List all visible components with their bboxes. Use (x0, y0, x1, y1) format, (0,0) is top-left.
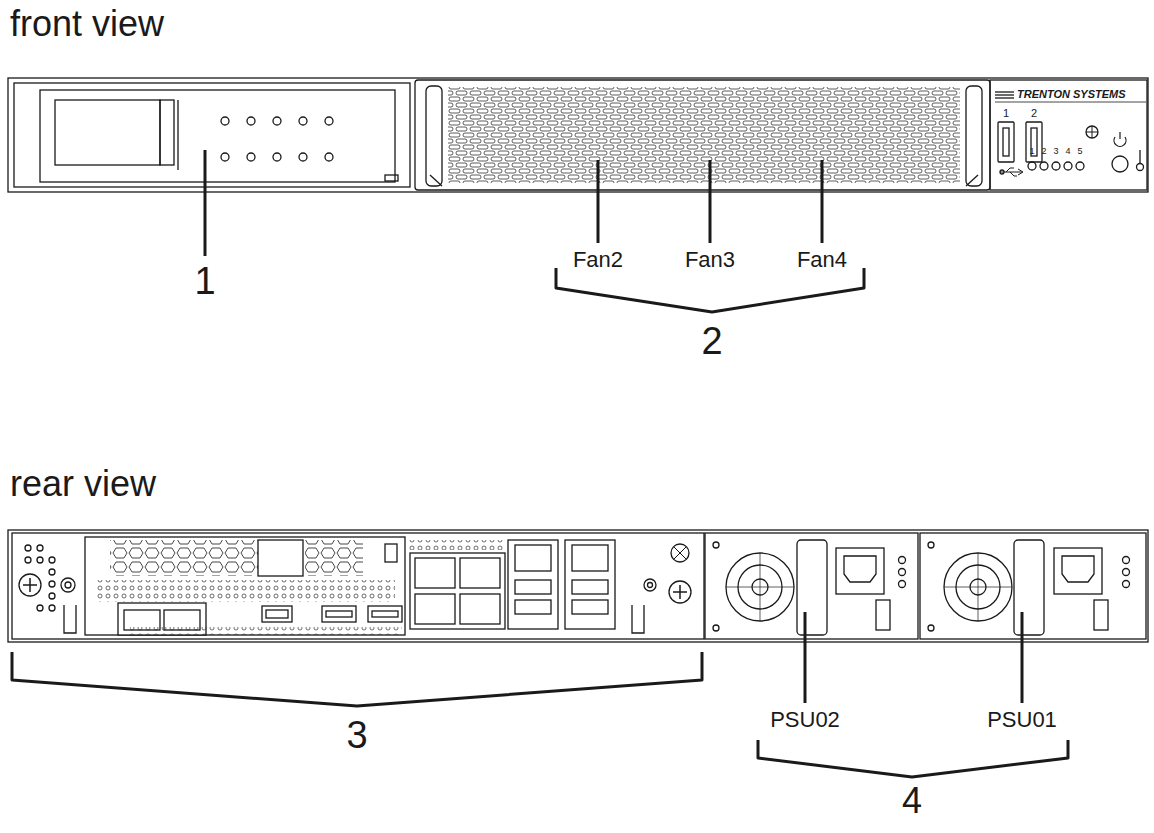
led-number: 5 (1077, 147, 1082, 156)
group-brackets (12, 268, 1068, 777)
led-number: 1 (1029, 147, 1034, 156)
part-name: PSU01 (987, 709, 1057, 731)
brand-logo: TRENTON SYSTEMS (1017, 89, 1126, 100)
port-number: 2 (1031, 108, 1037, 119)
callout-number: 2 (701, 322, 722, 360)
front-chassis (8, 78, 1148, 192)
part-name: Fan2 (573, 249, 623, 271)
part-name: Fan4 (797, 249, 847, 271)
view-heading: rear view (10, 466, 156, 502)
view-heading: front view (10, 6, 164, 42)
callout-number: 3 (346, 716, 367, 754)
part-name: PSU02 (770, 709, 840, 731)
led-number: 2 (1041, 147, 1046, 156)
part-name: Fan3 (685, 249, 735, 271)
led-number: 4 (1065, 147, 1070, 156)
leader-lines (205, 150, 1022, 703)
rear-chassis (8, 530, 1148, 642)
port-number: 1 (1003, 108, 1009, 119)
callout-number: 1 (194, 262, 215, 300)
callout-number: 4 (902, 783, 922, 819)
led-number: 3 (1053, 147, 1058, 156)
